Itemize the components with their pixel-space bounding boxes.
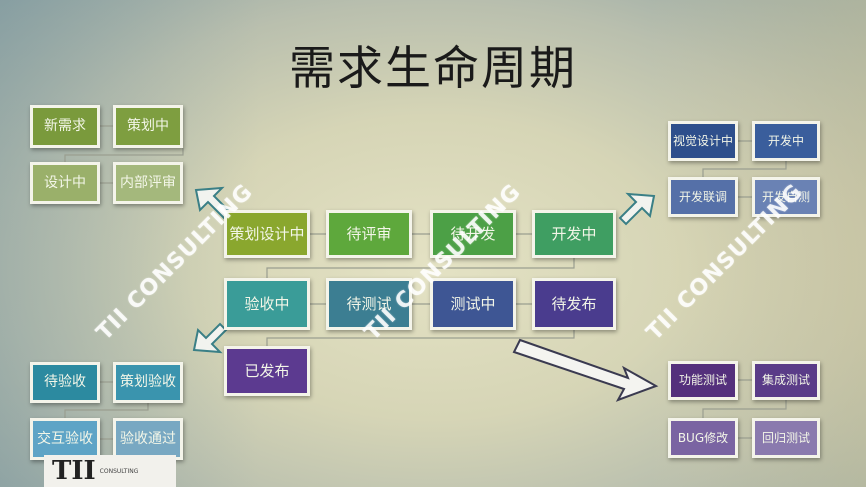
arrow-to-development <box>618 192 656 226</box>
test-box-bugfix: BUG修改 <box>668 418 738 458</box>
planning-box-review: 内部评审 <box>113 162 183 204</box>
dev-box-integration: 开发联调 <box>668 177 738 217</box>
flow-box-pending-review: 待评审 <box>326 210 412 258</box>
flow-box-testing: 测试中 <box>430 278 516 330</box>
flow-box-pending-release: 待发布 <box>532 278 616 330</box>
logo-mark: TII <box>52 456 96 486</box>
planning-box-planning: 策划中 <box>113 105 183 148</box>
accept-box-interaction: 交互验收 <box>30 418 100 460</box>
flow-box-pending-dev: 待开发 <box>430 210 516 258</box>
accept-box-passed: 验收通过 <box>113 418 183 460</box>
test-box-functional: 功能测试 <box>668 361 738 400</box>
arrow-to-testing <box>512 338 659 402</box>
slide-title: 需求生命周期 <box>289 41 577 95</box>
flow-box-developing: 开发中 <box>532 210 616 258</box>
arrow-to-acceptance <box>192 322 228 354</box>
planning-box-new: 新需求 <box>30 105 100 148</box>
dev-box-self-test: 开发自测 <box>752 177 820 217</box>
planning-box-designing: 设计中 <box>30 162 100 204</box>
flow-box-released: 已发布 <box>224 346 310 396</box>
accept-box-planning: 策划验收 <box>113 362 183 403</box>
flow-box-pending-test: 待测试 <box>326 278 412 330</box>
accept-box-pending: 待验收 <box>30 362 100 403</box>
flow-box-accepting: 验收中 <box>224 278 310 330</box>
dev-box-developing: 开发中 <box>752 121 820 161</box>
test-box-regression: 回归测试 <box>752 418 820 458</box>
flow-box-planning-design: 策划设计中 <box>224 210 310 258</box>
test-box-integration: 集成测试 <box>752 361 820 400</box>
logo-name: CONSULTING <box>99 467 139 475</box>
dev-box-visual-design: 视觉设计中 <box>668 121 738 161</box>
company-logo: TII CONSULTING <box>44 455 176 487</box>
